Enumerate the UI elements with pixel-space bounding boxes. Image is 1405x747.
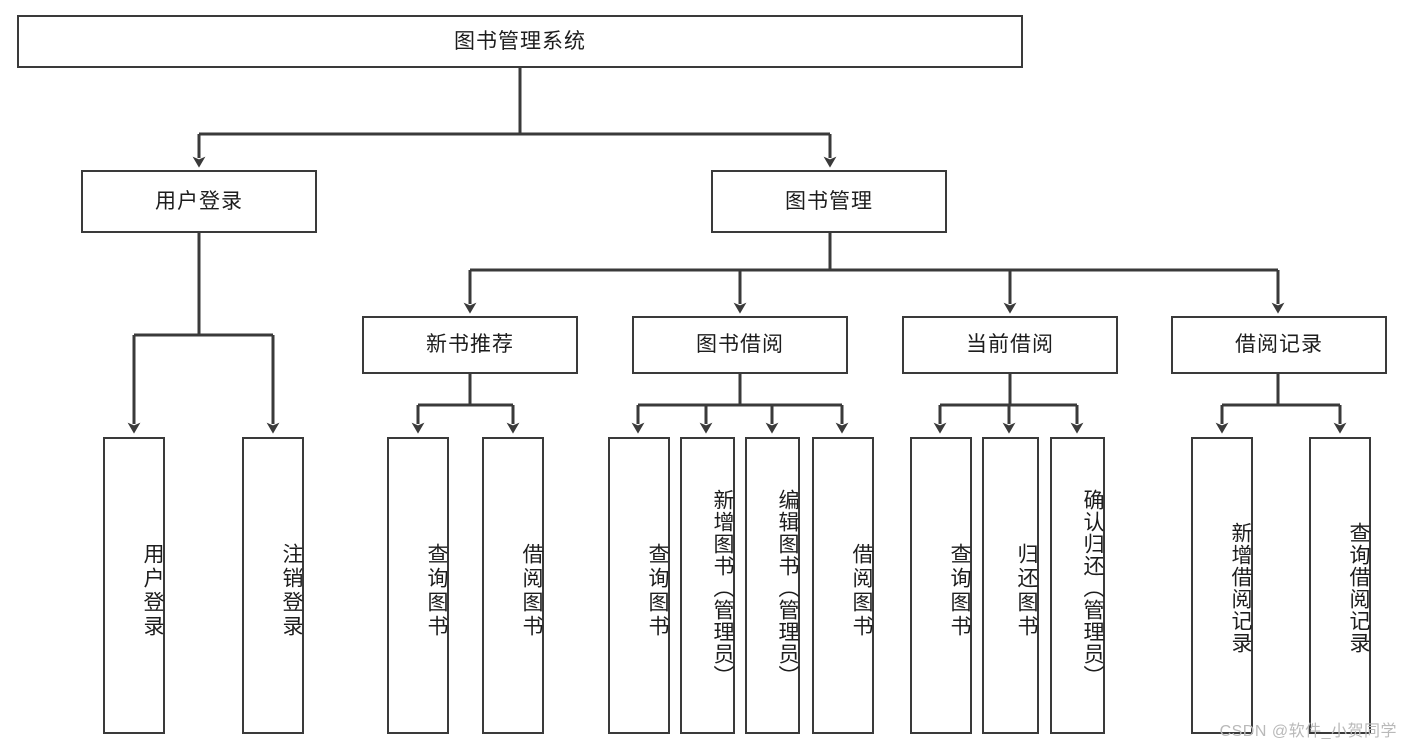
node-book-borrow[interactable]: 图书借阅	[632, 316, 848, 374]
node-leaf-borrow-book[interactable]: 借阅图书	[812, 437, 874, 734]
node-leaf-user-logout[interactable]: 注销登录	[242, 437, 304, 734]
node-leaf-query-book-current[interactable]: 查询图书	[910, 437, 972, 734]
node-leaf-add-borrow-record[interactable]: 新增借阅记录	[1191, 437, 1253, 734]
node-leaf-return-book[interactable]: 归还图书	[982, 437, 1039, 734]
node-leaf-add-book-admin[interactable]: 新增图书（管理员）	[680, 437, 735, 734]
node-leaf-query-book-borrow[interactable]: 查询图书	[608, 437, 670, 734]
node-new-book-recommend[interactable]: 新书推荐	[362, 316, 578, 374]
node-leaf-edit-book-admin[interactable]: 编辑图书（管理员）	[745, 437, 800, 734]
node-leaf-user-login[interactable]: 用户登录	[103, 437, 165, 734]
node-root[interactable]: 图书管理系统	[17, 15, 1023, 68]
node-leaf-confirm-return-admin[interactable]: 确认归还（管理员）	[1050, 437, 1105, 734]
node-leaf-borrow-book-recommend[interactable]: 借阅图书	[482, 437, 544, 734]
node-borrow-record[interactable]: 借阅记录	[1171, 316, 1387, 374]
node-leaf-query-book-recommend[interactable]: 查询图书	[387, 437, 449, 734]
node-current-borrow[interactable]: 当前借阅	[902, 316, 1118, 374]
watermark: CSDN @软件_小贺同学	[1219, 723, 1397, 740]
node-leaf-query-borrow-record[interactable]: 查询借阅记录	[1309, 437, 1371, 734]
node-user-login[interactable]: 用户登录	[81, 170, 317, 233]
node-book-management[interactable]: 图书管理	[711, 170, 947, 233]
